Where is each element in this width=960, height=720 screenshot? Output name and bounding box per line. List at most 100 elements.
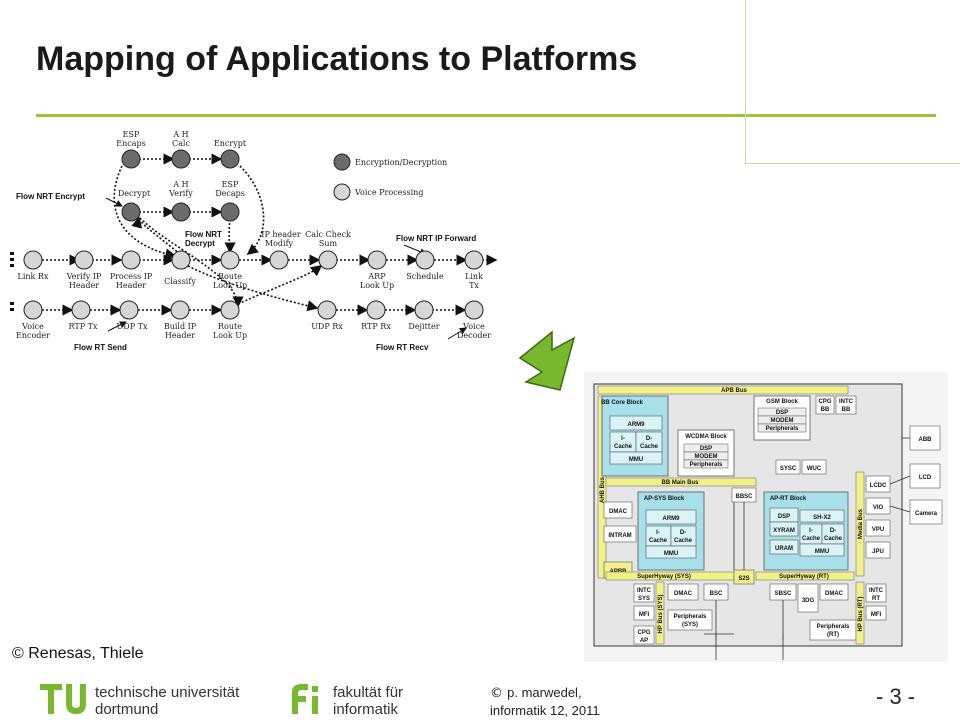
tu-dortmund-logo-icon bbox=[40, 684, 86, 714]
node-rtp-tx bbox=[71, 300, 91, 320]
node-esp-decaps bbox=[220, 202, 240, 222]
image-credit: © Renesas, Thiele bbox=[12, 645, 144, 662]
dmac-sys-label: DMAC bbox=[674, 591, 693, 597]
node-label: Dejitter bbox=[408, 322, 439, 331]
gsm-dsp: DSP bbox=[776, 410, 788, 416]
hp-bus-sys bbox=[655, 581, 665, 645]
node-udp-rx bbox=[317, 300, 337, 320]
node-link-tx bbox=[464, 250, 484, 270]
node-dejitter bbox=[414, 300, 434, 320]
title-underline bbox=[36, 114, 936, 117]
intram bbox=[603, 525, 637, 543]
icache-label: I- bbox=[656, 530, 660, 536]
node-udp-tx bbox=[119, 300, 139, 320]
mfi-left-label: MFI bbox=[639, 612, 650, 618]
node-label: Look Up bbox=[213, 281, 247, 290]
icache-label-2: Cache bbox=[614, 444, 633, 450]
mfi-right-label: MFI bbox=[871, 612, 882, 618]
copyright-icon: © bbox=[490, 686, 508, 701]
icache-label-2: Cache bbox=[802, 536, 821, 542]
flow-nrt-decrypt-label: Flow NRT bbox=[185, 230, 222, 239]
node-label: Decaps bbox=[215, 189, 245, 198]
node-label: Route bbox=[218, 322, 242, 331]
node-route-lookup-b bbox=[220, 300, 240, 320]
node-label: ESP bbox=[222, 180, 239, 189]
node-verify-ip-header bbox=[74, 250, 94, 270]
node-label: ARP bbox=[367, 272, 386, 281]
wcdma-dsp: DSP bbox=[700, 446, 712, 452]
peripherals-rt-label: Peripherals bbox=[817, 624, 850, 630]
node-label: Build IP bbox=[164, 322, 197, 331]
platform-block-diagram: APB Bus AHB Bus BB Core Block ARM9 I- Ca… bbox=[584, 372, 948, 662]
bb-core-label: BB Core Block bbox=[601, 400, 644, 406]
arm9-bb-label: ARM9 bbox=[627, 422, 645, 428]
vio-label: VIO bbox=[873, 505, 884, 511]
node-label: Route bbox=[218, 272, 242, 281]
jpu-label: JPU bbox=[872, 549, 884, 555]
sysc bbox=[775, 459, 801, 475]
node-process-ip-header bbox=[121, 250, 141, 270]
page-number: - 3 - bbox=[876, 684, 916, 709]
fakultaet-informatik-logo-icon bbox=[292, 684, 318, 714]
node-label: UDP Rx bbox=[311, 322, 343, 331]
arm9-ap-label: ARM9 bbox=[662, 516, 680, 522]
corner-frame-horizontal bbox=[745, 163, 960, 164]
node-encrypt bbox=[220, 149, 240, 169]
wcdma-peripherals: Peripherals bbox=[690, 462, 723, 468]
fi-line-1: fakultät für bbox=[333, 684, 404, 701]
footer-author: © p. marwedel, informatik 12, 2011 bbox=[490, 684, 600, 719]
mmu-ap-label: MMU bbox=[664, 551, 678, 557]
abb bbox=[909, 425, 941, 451]
author-line-1: p. marwedel, bbox=[507, 685, 582, 700]
node-label: Schedule bbox=[406, 272, 444, 281]
node-label: Link bbox=[465, 272, 483, 281]
dmac-sys bbox=[667, 583, 699, 601]
dmac-rt bbox=[819, 583, 849, 601]
wuc-label: WUC bbox=[807, 466, 822, 472]
tu-line-1: technische universität bbox=[95, 684, 240, 701]
sh-x2-label: SH-X2 bbox=[813, 515, 831, 521]
node-calc-check-sum bbox=[318, 250, 338, 270]
node-classify bbox=[171, 250, 191, 270]
vpu-label: VPU bbox=[872, 527, 884, 533]
graph-edges bbox=[42, 153, 498, 316]
intram-label: INTRAM bbox=[608, 533, 631, 539]
node-link-rx bbox=[23, 250, 43, 270]
mmu-rt-label: MMU bbox=[815, 549, 829, 555]
application-task-graph: Encryption/Decryption Voice Processing E… bbox=[10, 130, 498, 352]
node-label: Modify bbox=[265, 239, 294, 248]
mfi-left bbox=[633, 605, 655, 621]
intc-rt-label-2: RT bbox=[872, 596, 880, 602]
ahb-bus-label: AHB Bus bbox=[600, 476, 606, 503]
jpu bbox=[865, 541, 891, 559]
hp-bus-rt bbox=[855, 581, 865, 645]
intc-bb bbox=[835, 395, 857, 415]
node-arp-lookup bbox=[367, 250, 387, 270]
bsc-label: BSC bbox=[710, 591, 723, 597]
corner-frame-vertical bbox=[745, 0, 746, 163]
icache-label-2: Cache bbox=[649, 538, 668, 544]
gsm-label: GSM Block bbox=[766, 399, 798, 405]
node-label: Encaps bbox=[116, 139, 145, 148]
mfi-right bbox=[865, 605, 887, 621]
node-label: Tx bbox=[469, 281, 479, 290]
bb-main-bus bbox=[605, 477, 757, 487]
node-label: Look Up bbox=[213, 331, 247, 340]
node-label: Sum bbox=[319, 239, 338, 248]
bb-main-bus-label: BB Main Bus bbox=[661, 480, 699, 486]
fi-line-2: informatik bbox=[333, 701, 399, 718]
icache-label: I- bbox=[809, 528, 813, 534]
node-label: ESP bbox=[123, 130, 140, 139]
platform-connections bbox=[704, 502, 784, 660]
page-title: Mapping of Applications to Platforms bbox=[36, 40, 638, 78]
bbsc-label: BBSC bbox=[735, 494, 753, 500]
intc-sys bbox=[633, 583, 655, 603]
dmac-rt-label: DMAC bbox=[825, 591, 844, 597]
intc-rt bbox=[865, 583, 887, 603]
fakultaet-wordmark: fakultät für informatik bbox=[333, 684, 403, 718]
dcache-label: D- bbox=[830, 528, 836, 534]
node-label: A H bbox=[172, 130, 188, 139]
dcache-label: D- bbox=[646, 436, 652, 442]
node-rtp-rx bbox=[366, 300, 386, 320]
flow-rt-recv-label: Flow RT Recv bbox=[376, 343, 429, 352]
